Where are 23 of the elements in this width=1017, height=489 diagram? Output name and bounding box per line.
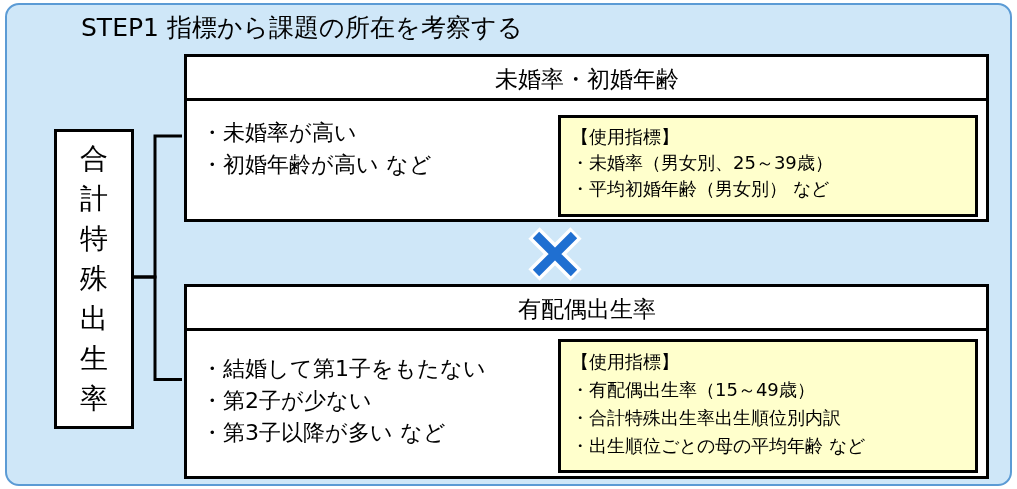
bullet-text: ・初婚年齢が高い など: [201, 151, 432, 179]
box-heading: 有配偶出生率: [187, 287, 986, 331]
bullet-text: ・未婚率（男女別、25～39歳）: [571, 151, 834, 175]
box-label: 合計特殊出生率: [79, 141, 109, 417]
indicator-box: [558, 339, 978, 473]
indicator-box: [558, 115, 978, 217]
box-heading: 未婚率・初婚年齢: [187, 57, 986, 101]
bullet-text: ・出生順位ごとの母の平均年齢 など: [571, 434, 866, 458]
bullet-text: ・第3子以降が多い など: [201, 419, 447, 447]
bullet-text: ・合計特殊出生率出生順位別内訳: [571, 406, 842, 430]
box-heading: 【使用指標】: [571, 350, 680, 374]
connector-line: [132, 275, 182, 381]
box-heading: 【使用指標】: [571, 125, 680, 149]
content-box: [54, 129, 134, 429]
bullet-text: ・未婚率が高い: [201, 119, 358, 147]
content-box: [184, 284, 989, 479]
bullet-text: ・結婚して第1子をもたない: [201, 355, 486, 383]
step-title: STEP1 指標から課題の所在を考察する: [81, 12, 523, 44]
step-panel: [5, 3, 1012, 486]
content-box: [184, 54, 989, 222]
bullet-text: ・第2子が少ない: [201, 387, 373, 415]
bullet-text: ・平均初婚年齢（男女別） など: [571, 177, 830, 201]
bullet-text: ・有配偶出生率（15～49歳）: [571, 378, 816, 402]
